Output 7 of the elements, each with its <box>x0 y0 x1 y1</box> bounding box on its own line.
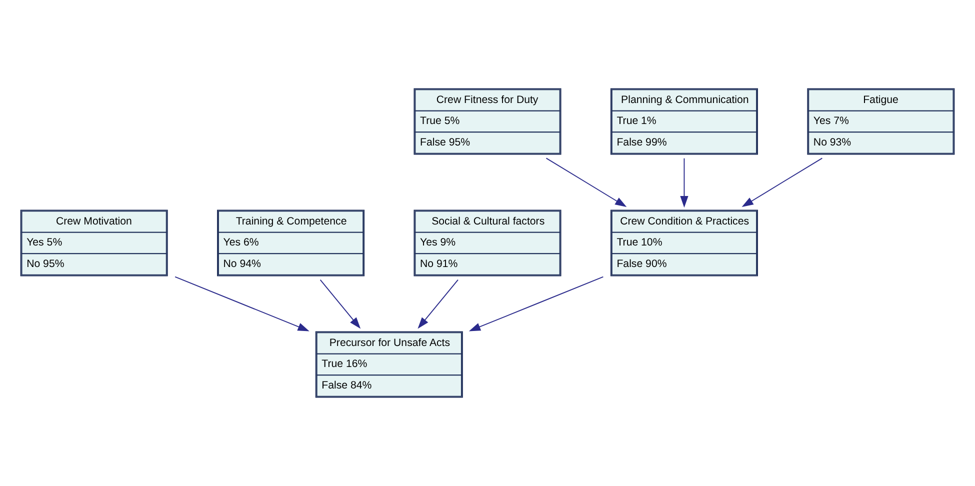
arrow <box>174 276 310 332</box>
arrow <box>546 158 627 208</box>
arrow <box>320 279 361 329</box>
arrow <box>742 158 823 208</box>
arrow <box>680 158 688 208</box>
arrow <box>418 279 458 329</box>
arrow <box>468 276 604 332</box>
